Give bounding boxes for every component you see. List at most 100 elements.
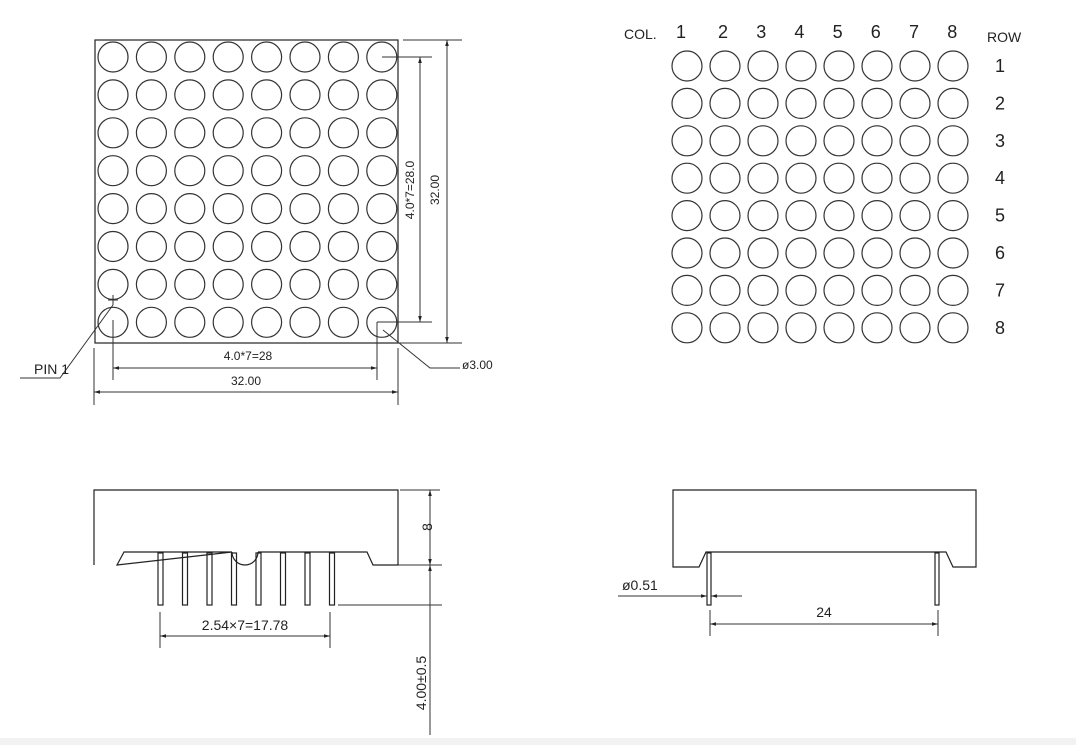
led-circle (937, 87, 969, 120)
column-label: 3 (756, 22, 766, 42)
led-circle (289, 117, 321, 149)
pin (206, 552, 213, 606)
led-circle (937, 237, 969, 269)
pitch-v-label: 4.0*7=28.0 (403, 160, 417, 219)
row-label: 5 (995, 206, 1005, 226)
pin (279, 552, 287, 606)
col-prefix-label: COL. (624, 26, 657, 42)
led-circle (366, 117, 398, 149)
led-circle (327, 230, 359, 263)
led-circle (366, 268, 398, 300)
led-circle (97, 79, 129, 111)
led-circle (174, 117, 206, 149)
led-circle (174, 268, 206, 300)
led-circle (937, 125, 969, 157)
led-circle (289, 79, 321, 111)
led-circle (366, 230, 398, 263)
column-label: 1 (676, 22, 686, 42)
led-circle (251, 155, 283, 187)
pin (157, 552, 164, 606)
led-circle (709, 125, 741, 157)
led-circle (899, 237, 931, 269)
row-label: 8 (995, 318, 1005, 338)
led-circle (937, 50, 969, 82)
center-notch (231, 551, 259, 566)
led-circle (785, 274, 817, 306)
width-extension (93, 348, 399, 405)
led-circle (785, 125, 817, 157)
led-circle (327, 306, 359, 338)
width-label: 32.00 (231, 374, 261, 388)
pin-row (157, 552, 336, 606)
led-circle (135, 79, 167, 111)
led-circle (97, 193, 129, 225)
led-circle (289, 193, 321, 225)
column-label: 6 (871, 22, 881, 42)
led-circle (861, 274, 893, 306)
led-circle (97, 230, 129, 263)
led-circle (327, 155, 359, 187)
led-circle (899, 125, 931, 157)
column-label: 5 (833, 22, 843, 42)
led-circle (747, 237, 779, 269)
height-label: 32.00 (428, 175, 442, 205)
led-circle (97, 41, 129, 73)
led-circle (823, 87, 855, 120)
side-body-outline (93, 489, 399, 566)
led-circle (366, 155, 398, 187)
pitch-h-label: 4.0*7=28 (224, 349, 273, 363)
led-circle (785, 237, 817, 269)
led-circle (97, 155, 129, 187)
led-circle (899, 162, 931, 194)
led-circle (747, 87, 779, 120)
led-circle (823, 50, 855, 82)
column-label: 2 (718, 22, 728, 42)
led-circle (861, 162, 893, 194)
led-circle (212, 306, 244, 338)
led-circle (709, 200, 741, 232)
row-label: 1 (995, 56, 1005, 76)
led-circle (709, 312, 741, 344)
led-circle (327, 193, 359, 225)
diameter-leader (382, 329, 460, 369)
led-circle (327, 79, 359, 111)
row-label: 7 (995, 280, 1005, 300)
led-circle (366, 79, 398, 111)
led-circle (212, 230, 244, 263)
led-circle (823, 274, 855, 306)
led-circle (289, 155, 321, 187)
led-circle (785, 200, 817, 232)
pin-right (934, 552, 940, 606)
front-view: PIN 1 ø3.00 4.0*7=28 32.00 4.0*7=28.0 32… (20, 39, 493, 405)
row-label: 6 (995, 243, 1005, 263)
led-circle (174, 41, 206, 73)
pin-length-label: 4.00±0.5 (413, 656, 429, 711)
led-circle (135, 230, 167, 263)
column-label: 4 (794, 22, 804, 42)
led-circle (251, 306, 283, 338)
led-circle (671, 312, 703, 344)
led-circle (861, 125, 893, 157)
led-circle (212, 268, 244, 300)
led-circle (174, 306, 206, 338)
led-circle (861, 312, 893, 344)
led-circle (747, 162, 779, 194)
led-circle (747, 125, 779, 157)
led-circle (709, 87, 741, 120)
led-circle (327, 117, 359, 149)
led-circle (366, 193, 398, 225)
pin1-marker (108, 295, 118, 305)
row-label: 2 (995, 93, 1005, 113)
side-view-left: 8 4.00±0.5 2.54×7=17.78 (93, 489, 442, 735)
led-circle (135, 193, 167, 225)
led-circle (135, 268, 167, 300)
led-circle (251, 193, 283, 225)
led-circle (899, 312, 931, 344)
front-led-grid (97, 41, 398, 338)
pin-pitch-extension (159, 612, 331, 648)
led-circle (671, 274, 703, 306)
led-circle (785, 162, 817, 194)
led-circle (861, 87, 893, 120)
